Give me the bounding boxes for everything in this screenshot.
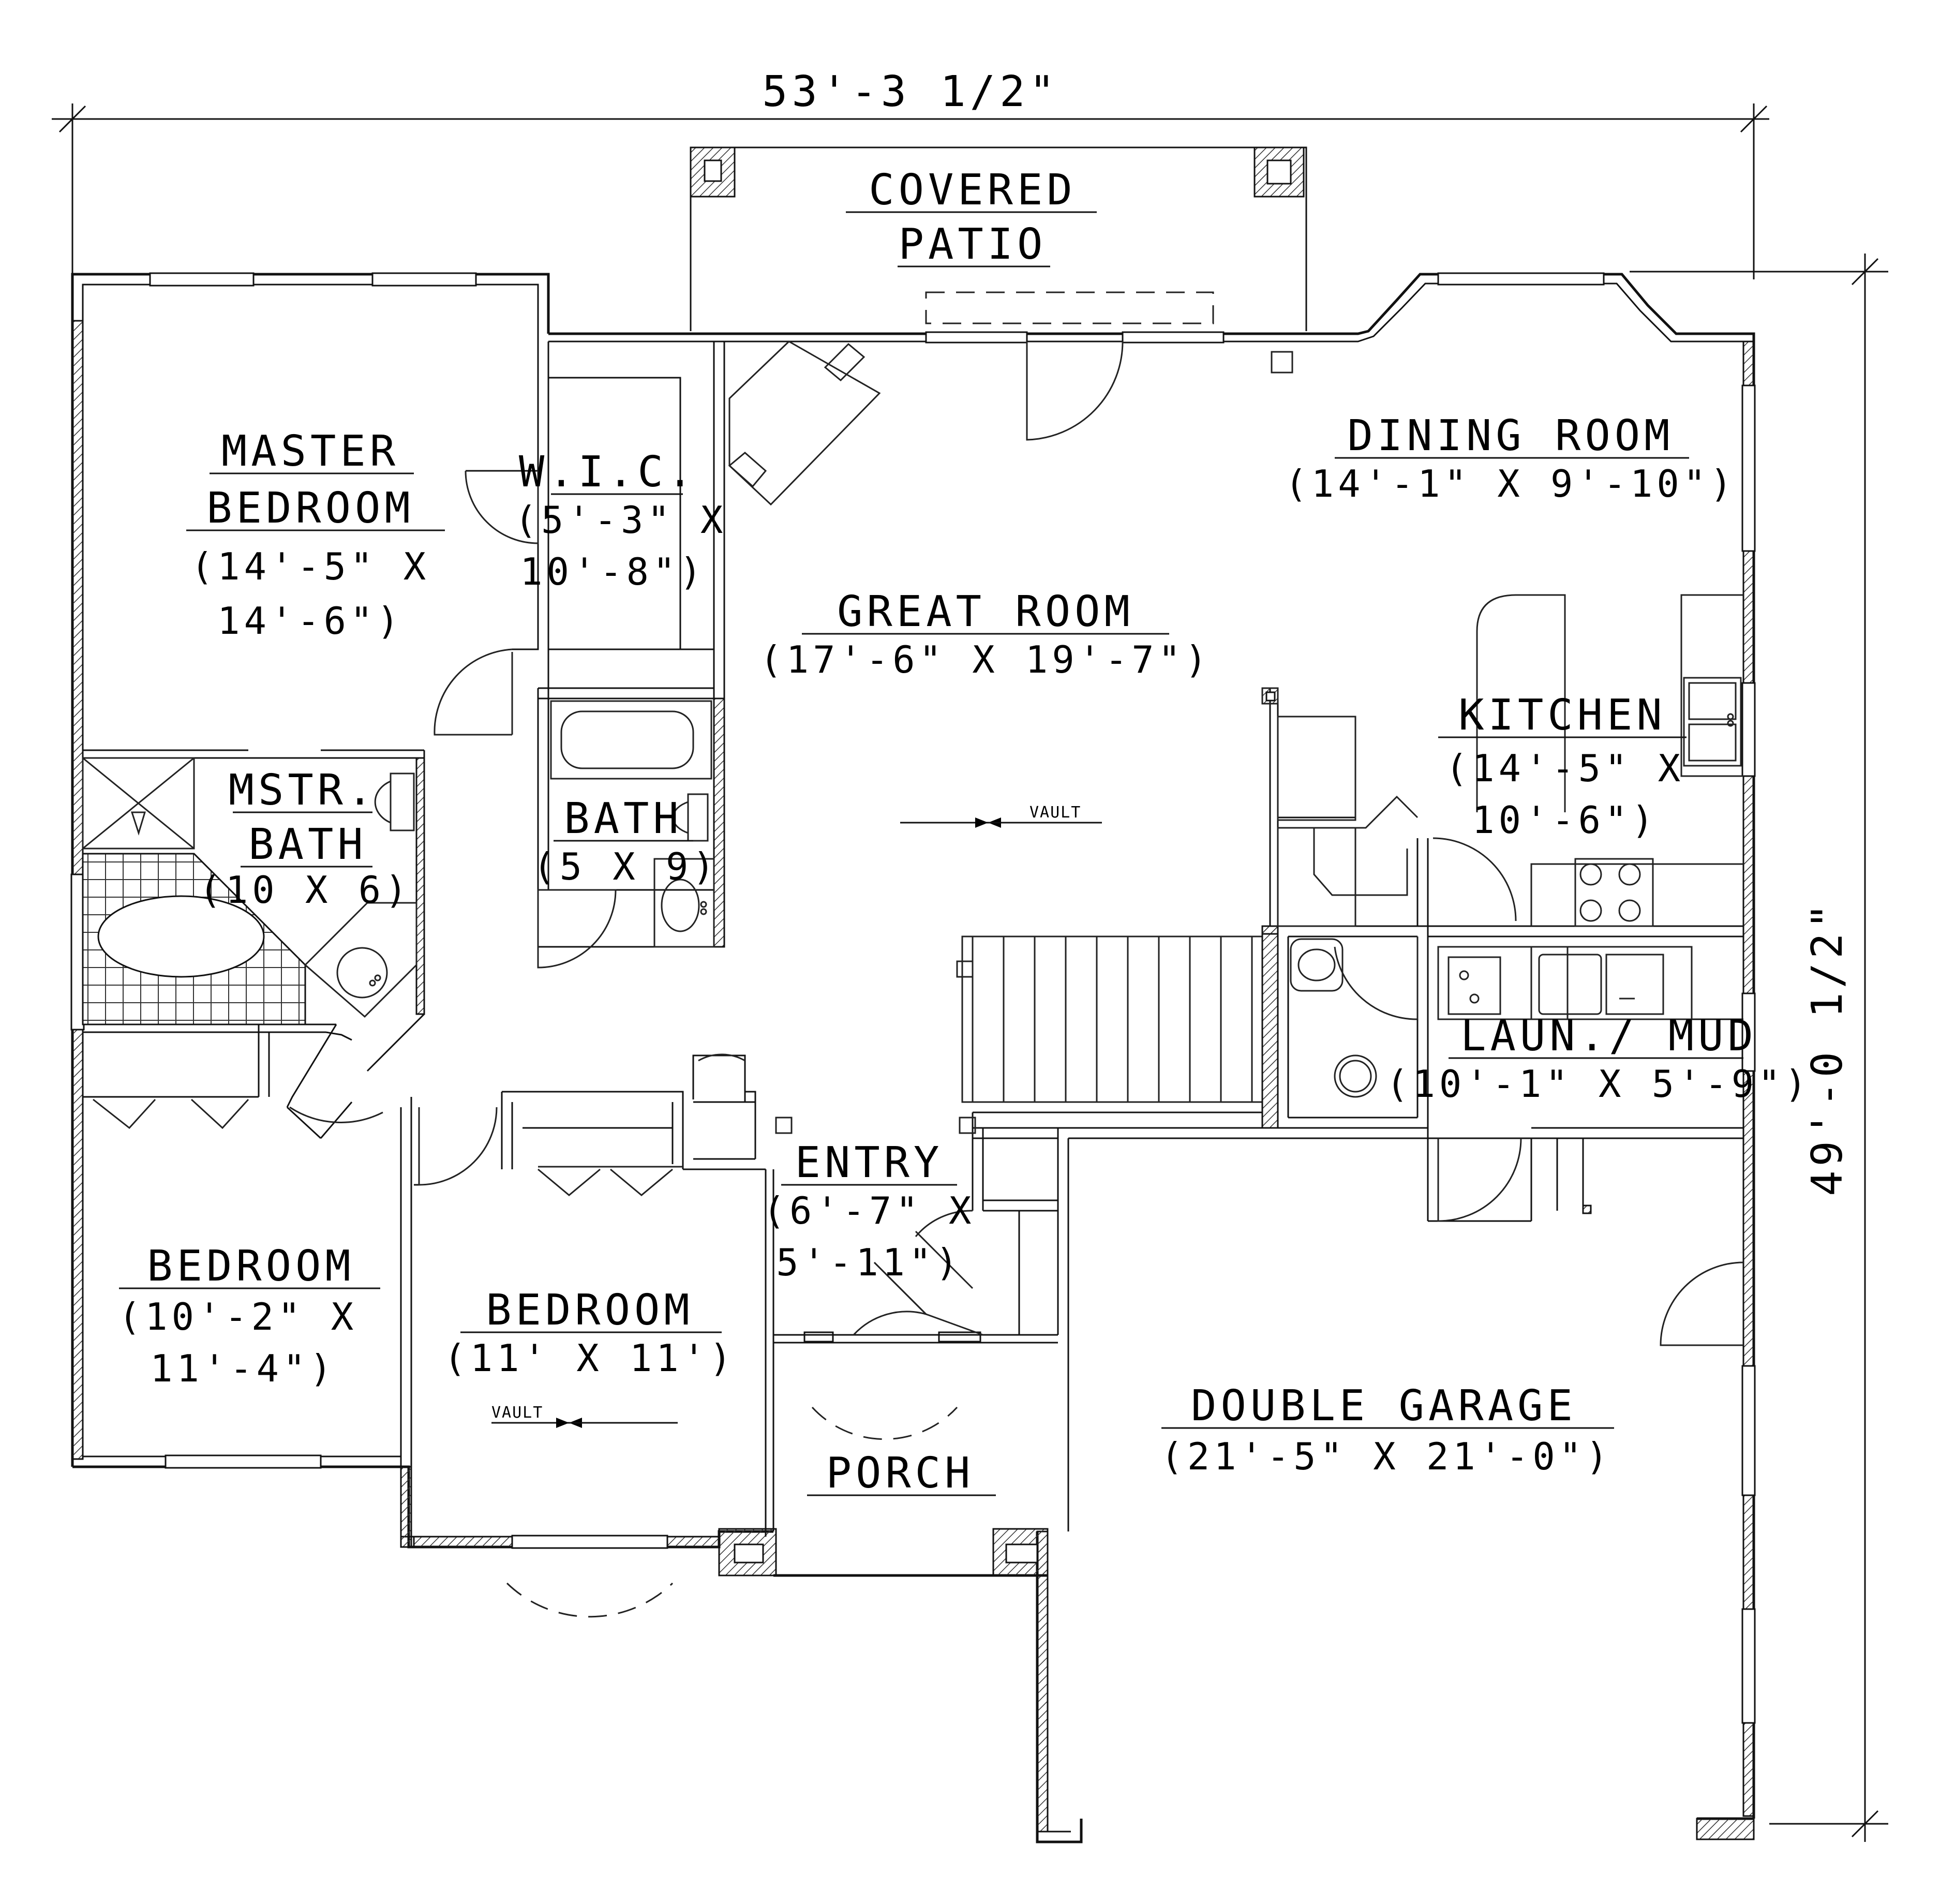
label-master-bedroom-size2: 14'-6") [217,599,403,643]
label-mstr: MSTR. [229,766,377,815]
label-master: MASTER [221,427,399,476]
label-master-bedroom-size1: (14'-5" X [191,545,430,588]
label-dining-room: DINING ROOM (14'-1" X 9'-10") [1285,411,1737,505]
interior-walls [83,341,1743,1537]
bath-vanity [653,858,715,948]
label-garage-name: DOUBLE GARAGE [1191,1381,1577,1431]
label-covered-patio: COVERED PATIO [846,166,1097,269]
master-toilet [374,772,415,831]
label-bedroom-center-name: BEDROOM [486,1286,694,1335]
columns [775,351,1293,1134]
master-vanity [304,902,417,1018]
label-bedroom-center-size: (11' X 11') [444,1336,736,1380]
label-bath: BATH (5 X 9) [533,794,719,888]
label-great-room: GREAT ROOM (17'-6" X 19'-7") VAULT [760,587,1212,828]
label-master-bedroom: MASTER BEDROOM (14'-5" X 14'-6") [186,427,445,643]
kitchen-island [1476,594,1566,812]
label-bedroom-left-size1: (10'-2" X [118,1295,357,1338]
label-master-bath: MSTR. BATH (10 X 6) [199,766,412,912]
label-kitchen: KITCHEN (14'-5" X 10'-6") [1438,691,1687,842]
label-bedroom-center: BEDROOM (11' X 11') VAULT [444,1286,736,1428]
laundry-fixtures [1290,938,1693,1098]
label-wic-size1: (5'-3" X [515,498,727,542]
label-vault-bedroom: VAULT [491,1404,543,1422]
vault-arrow-great [975,817,988,828]
door-swings [289,341,1744,1618]
bath-toilet [672,793,709,842]
label-garage: DOUBLE GARAGE (21'-5" X 21'-0") [1161,1381,1614,1478]
label-porch: PORCH [807,1449,996,1498]
label-bath-size: (5 X 9) [533,845,719,888]
label-entry-size2: 5'-11") [776,1241,962,1284]
label-master-bedroom-2: BEDROOM [206,484,414,533]
label-dining-room-name: DINING ROOM [1347,411,1674,460]
label-master-bath-size: (10 X 6) [199,868,412,912]
label-entry: ENTRY (6'-7" X 5'-11") [763,1138,976,1284]
closet-bifold-doors [93,1098,683,1196]
label-porch-name: PORCH [826,1449,975,1498]
overall-width-dimension [52,103,1769,279]
label-laundry: LAUN./ MUD (10'-1" X 5'-9") [1386,1012,1811,1106]
kitchen-counter [1530,594,1743,927]
label-dining-room-size: (14'-1" X 9'-10") [1285,462,1737,505]
label-laundry-name: LAUN./ MUD [1460,1012,1757,1061]
overall-depth-dimension [1630,254,1888,1842]
label-vault-great-room: VAULT [1029,804,1081,822]
label-overall-depth: 49'-0 1/2" [1803,899,1852,1196]
label-wic: W.I.C. (5'-3" X 10'-8") [515,448,727,593]
label-master-bath-name: BATH [248,820,367,869]
bathtub [550,700,712,780]
label-covered: COVERED [869,166,1077,215]
covered-patio-outline [690,146,1307,331]
label-wic-name: W.I.C. [519,448,697,497]
label-great-room-name: GREAT ROOM [837,587,1134,636]
fireplace [728,340,881,506]
stair-treads [1003,936,1253,1102]
master-shower [82,757,195,850]
label-patio: PATIO [899,220,1047,269]
label-entry-name: ENTRY [795,1138,944,1187]
label-great-room-size: (17'-6" X 19'-7") [760,638,1212,681]
label-bedroom-left-name: BEDROOM [147,1242,355,1291]
label-laundry-size: (10'-1" X 5'-9") [1386,1062,1811,1106]
label-bedroom-left: BEDROOM (10'-2" X 11'-4") [118,1242,380,1390]
label-entry-size1: (6'-7" X [763,1189,976,1232]
windows [70,272,1756,1724]
label-garage-size: (21'-5" X 21'-0") [1161,1435,1613,1478]
label-kitchen-size1: (14'-5" X [1445,747,1684,790]
label-kitchen-size2: 10'-6") [1472,798,1658,842]
label-wic-size2: 10'-8") [520,550,706,593]
label-kitchen-name: KITCHEN [1458,691,1666,740]
label-bedroom-left-size2: 11'-4") [150,1347,336,1390]
vault-arrow-bed [556,1418,569,1428]
master-tub [82,853,306,1025]
label-overall-width: 53'-3 1/2" [762,67,1059,116]
label-bath-name: BATH [564,794,682,843]
